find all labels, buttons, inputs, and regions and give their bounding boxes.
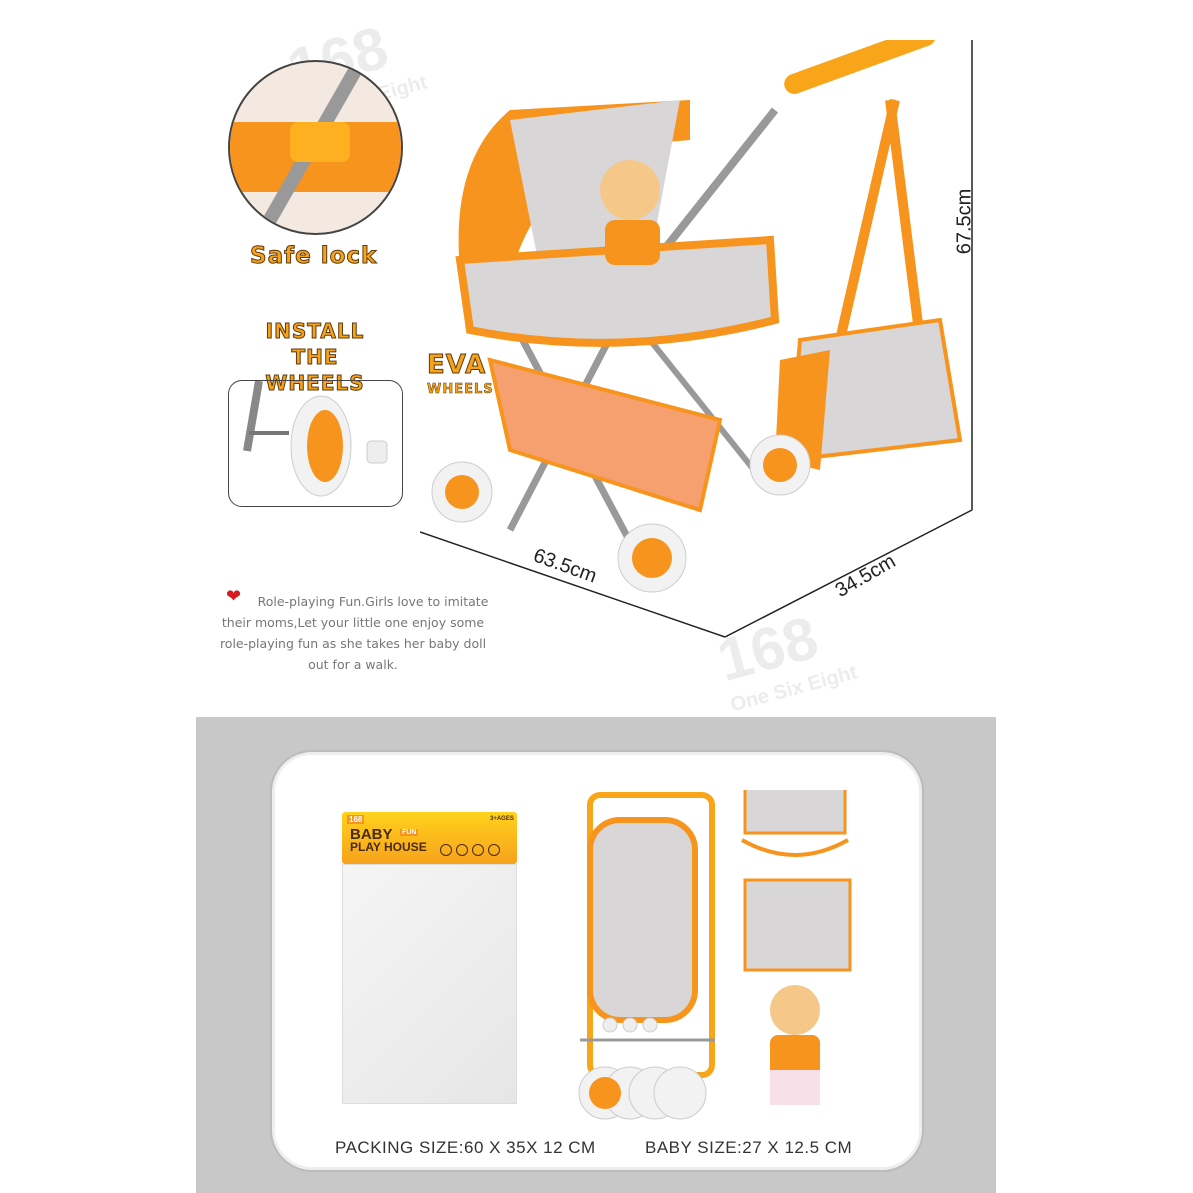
safe-lock-closeup [228,60,403,235]
package-icons [440,844,500,856]
stroller-image [420,40,973,638]
packing-size-label: PACKING SIZE:60 X 35X 12 CM [335,1138,596,1157]
eva-label: EVA [426,350,487,381]
package-title-line1: BABY [350,826,393,843]
dimension-line-width [724,509,973,638]
heart-icon: ❤ [226,586,242,606]
package-age: 3+AGES [490,816,514,822]
wheel-install-image [243,380,388,497]
parts-image [578,790,852,1120]
install-line2: THE WHEELS [265,345,365,396]
package-badge: FUN [400,829,419,836]
safe-lock-image [230,62,401,233]
dimension-line-length [420,531,726,638]
install-wheels-box [228,380,403,507]
height-dimension: 67.5cm [953,188,976,255]
baby-size-label: BABY SIZE:27 X 12.5 CM [645,1138,853,1157]
package-brand: 168 [347,815,365,824]
package-bag [342,864,517,1104]
safe-lock-label: Safe lock [249,243,378,270]
install-wheels-label: INSTALL THE WHEELS [240,318,390,396]
install-line1: INSTALL [265,319,365,344]
wheels-label: WHEELS [427,382,494,398]
description-text: Role-playing Fun.Girls love to imitate t… [219,594,489,672]
package-title-line2: PLAY HOUSE [350,840,427,854]
